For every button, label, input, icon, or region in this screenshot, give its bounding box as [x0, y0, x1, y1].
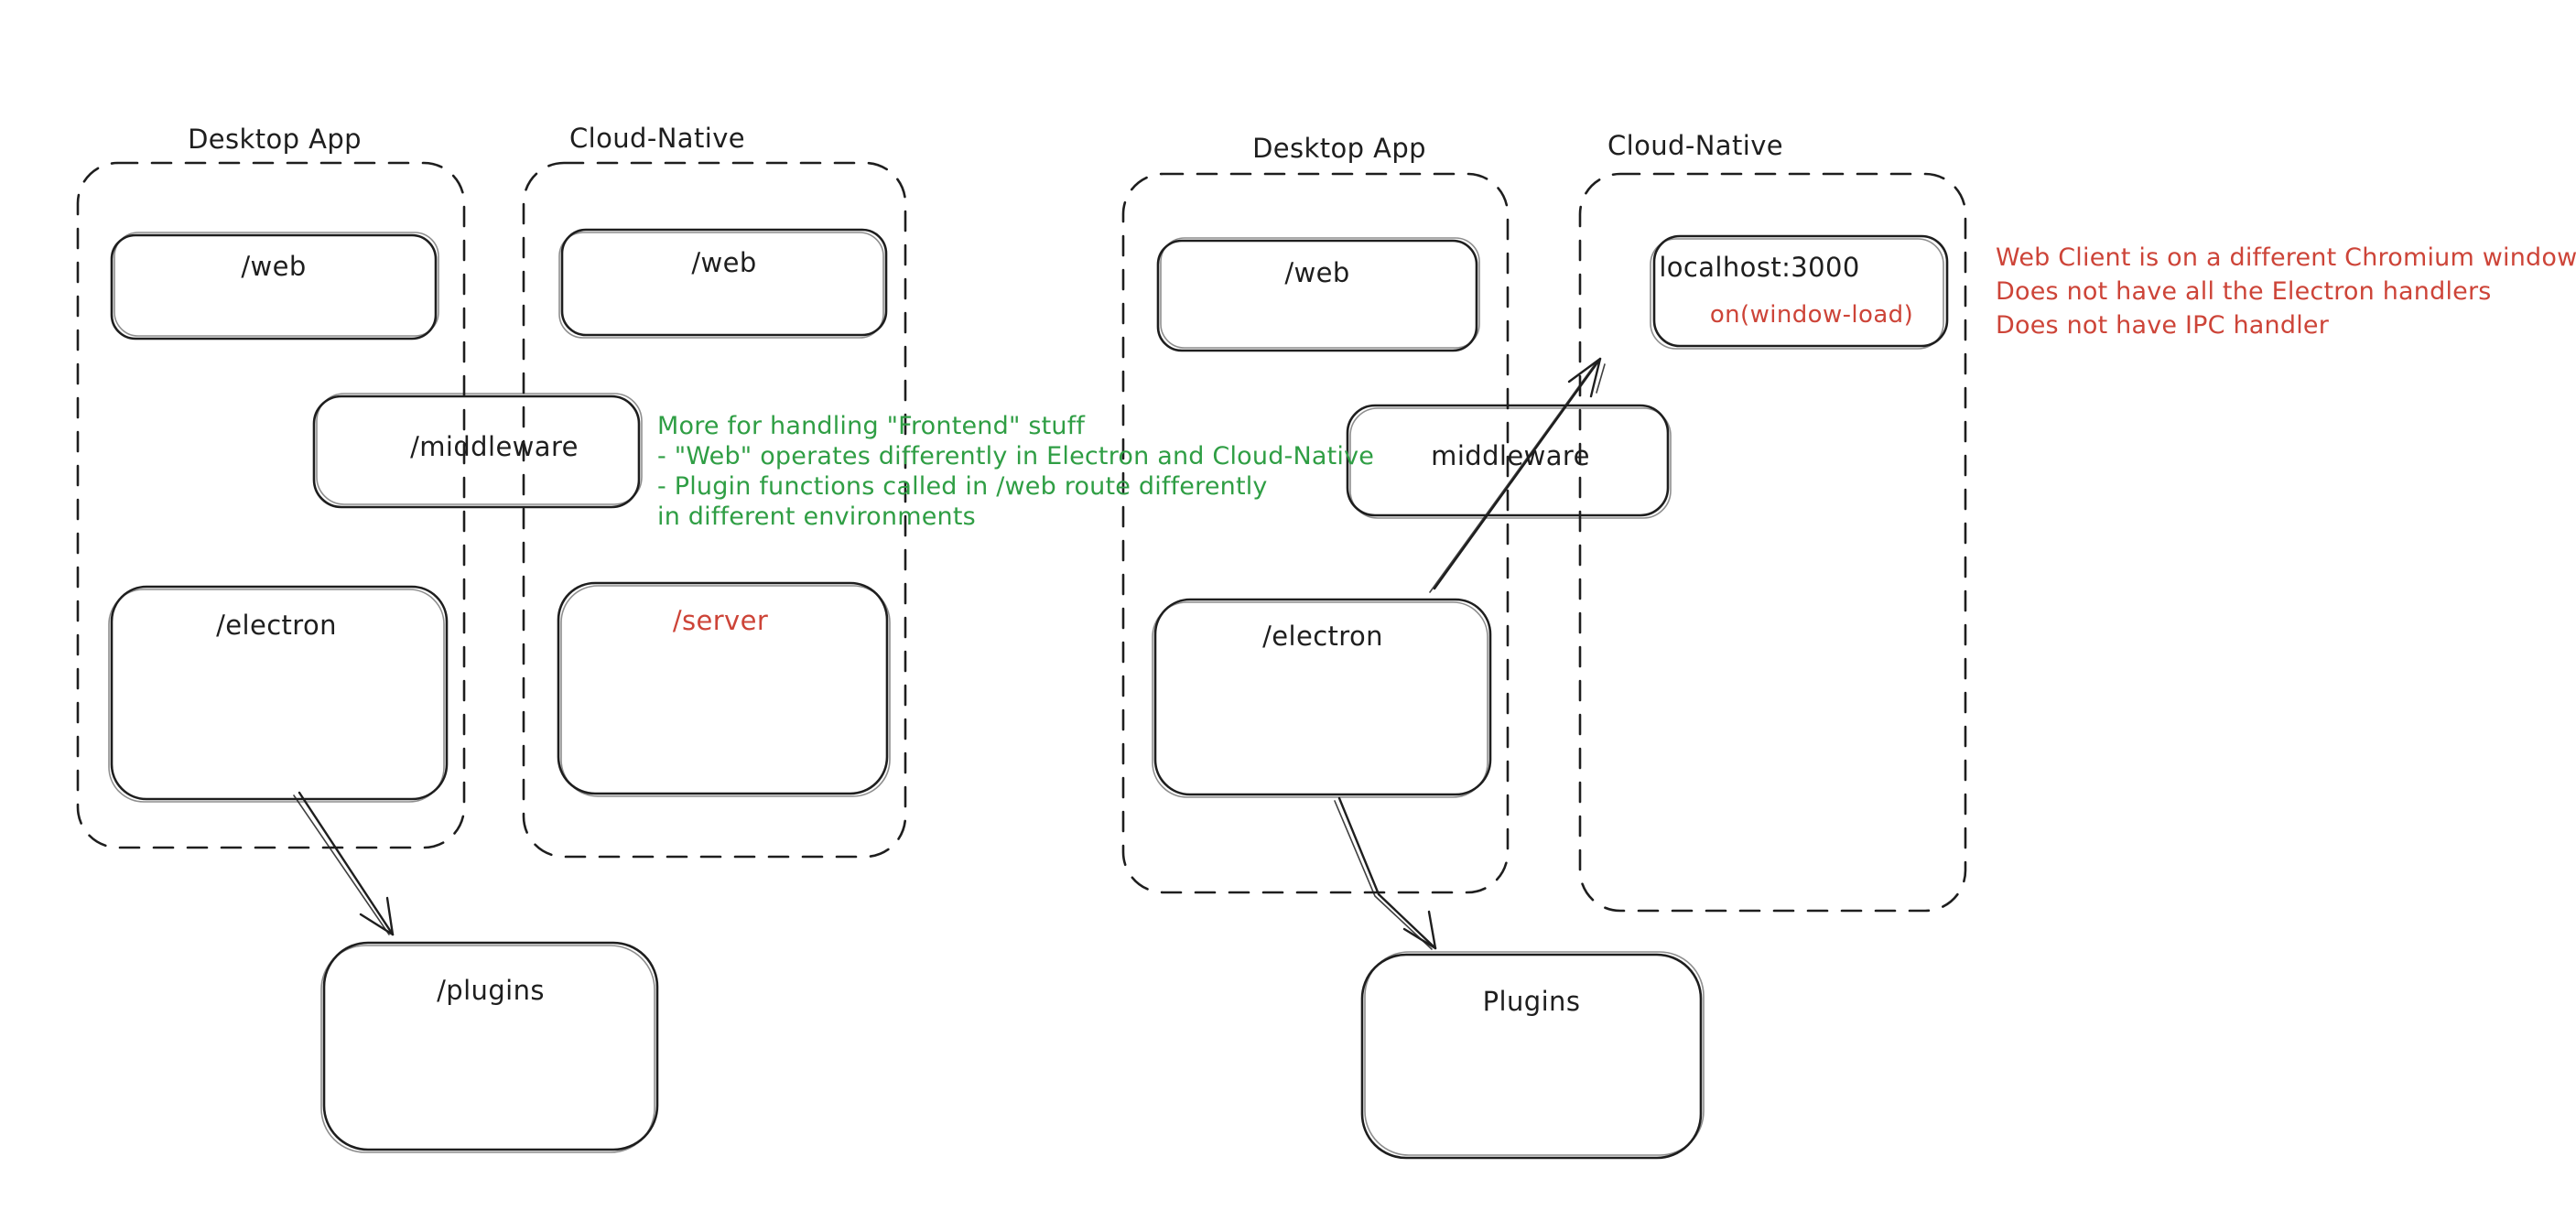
- left-web-cloud-box: [560, 228, 888, 337]
- red-note-line: Web Client is on a different Chromium wi…: [1996, 243, 2576, 272]
- left-cloud-native-label: Cloud-Native: [569, 123, 745, 154]
- left-plugins-box: [322, 941, 659, 1151]
- right-cloud-native-container: [1578, 172, 1967, 913]
- green-note-line: - "Web" operates differently in Electron…: [657, 442, 1375, 470]
- right-web-box-sketch: [1160, 237, 1480, 349]
- left-web-cloud-box-sketch: [558, 232, 884, 339]
- green-note-line: - Plugin functions called in /web route …: [657, 472, 1268, 501]
- right-cloud-native-label: Cloud-Native: [1607, 130, 1783, 161]
- red-note-line: Does not have all the Electron handlers: [1996, 277, 2492, 306]
- green-note-line: in different environments: [657, 503, 976, 531]
- left-middleware-box: [312, 394, 641, 509]
- left-web-cloud-label: /web: [691, 247, 757, 278]
- left-desktop-app-label: Desktop App: [188, 124, 362, 155]
- left-server-box: [557, 581, 889, 795]
- right-localhost-box-sketch: [1650, 238, 1944, 350]
- left-web-desktop-label: /web: [241, 251, 307, 282]
- right-electron-box-sketch: [1152, 601, 1488, 798]
- right-middleware-box-sketch: [1349, 407, 1672, 519]
- left-web-desktop-box-sketch: [114, 232, 439, 337]
- right-window-load-label: on(window-load): [1709, 301, 1914, 329]
- left-electron-label: /electron: [216, 610, 337, 641]
- left-plugins-box-sketch: [320, 945, 655, 1153]
- right-desktop-app-container: [1121, 172, 1510, 894]
- right-plugins-box: [1360, 953, 1703, 1160]
- right-plugins-box-sketch: [1364, 951, 1705, 1156]
- left-electron-box-sketch: [108, 589, 445, 803]
- left-web-desktop-box: [110, 233, 438, 340]
- red-note-line: Does not have IPC handler: [1996, 311, 2330, 340]
- right-web-label: /web: [1284, 257, 1350, 288]
- right-localhost-box: [1652, 234, 1949, 348]
- right-web-box: [1156, 239, 1478, 352]
- arrow-right-electron-to-plugins: [1334, 796, 1437, 950]
- right-desktop-app-label: Desktop App: [1252, 133, 1426, 164]
- left-server-label: /server: [672, 605, 769, 636]
- left-electron-box: [110, 585, 449, 801]
- left-middleware-box-sketch: [316, 393, 643, 505]
- green-note-line: More for handling "Frontend" stuff: [657, 412, 1086, 440]
- left-middleware-label: /middleware: [410, 431, 579, 462]
- left-desktop-app-container: [76, 161, 466, 849]
- left-cloud-native-container: [522, 161, 907, 859]
- right-middleware-box: [1346, 404, 1670, 517]
- right-electron-label: /electron: [1262, 621, 1383, 652]
- arrow-right-electron-to-localhost: [1429, 357, 1606, 593]
- arrow-left-electron-to-plugins: [293, 791, 395, 936]
- right-localhost-label: localhost:3000: [1659, 252, 1860, 283]
- right-middleware-label: middleware: [1431, 440, 1590, 471]
- left-plugins-label: /plugins: [437, 975, 545, 1006]
- right-plugins-label: Plugins: [1482, 986, 1581, 1017]
- right-electron-box: [1153, 598, 1492, 796]
- left-server-box-sketch: [560, 585, 891, 797]
